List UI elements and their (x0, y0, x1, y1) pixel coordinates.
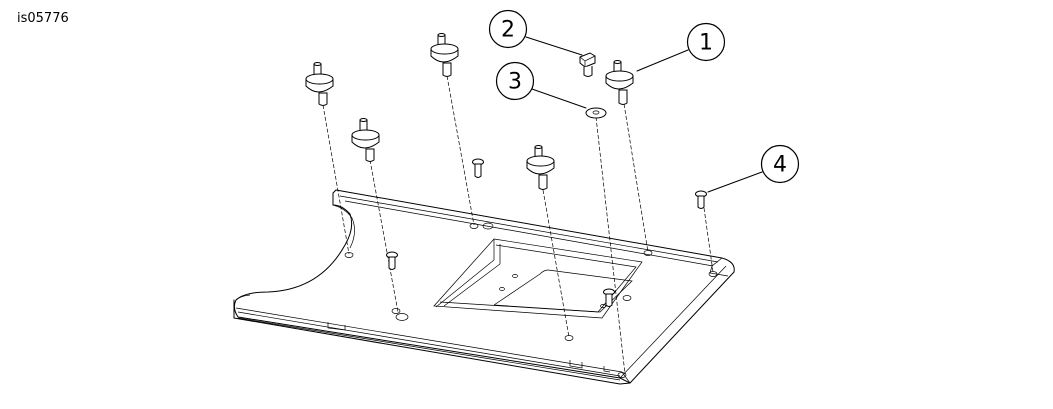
assembly-lines (322, 75, 714, 375)
rubber-foot (430, 33, 459, 77)
washer (585, 107, 607, 119)
callout-1: 1 (686, 22, 726, 62)
spacer (579, 52, 596, 77)
screw (472, 158, 484, 178)
callout-2: 2 (488, 9, 528, 49)
callout-label: 4 (773, 153, 787, 178)
rubber-foot (351, 118, 380, 162)
leader-lines (525, 36, 763, 193)
screw (386, 251, 398, 270)
base-plate (233, 189, 735, 385)
callout-label: 3 (508, 70, 522, 95)
callout-label: 2 (501, 18, 515, 43)
figure-id: is05776 (17, 11, 69, 26)
callout-label: 1 (699, 31, 713, 56)
rubber-foot (605, 60, 634, 105)
callout-3: 3 (495, 61, 535, 101)
rubber-foot (526, 145, 555, 190)
screw (695, 190, 707, 209)
callout-4: 4 (760, 144, 800, 184)
rubber-foot (305, 62, 334, 106)
screw (603, 288, 615, 307)
